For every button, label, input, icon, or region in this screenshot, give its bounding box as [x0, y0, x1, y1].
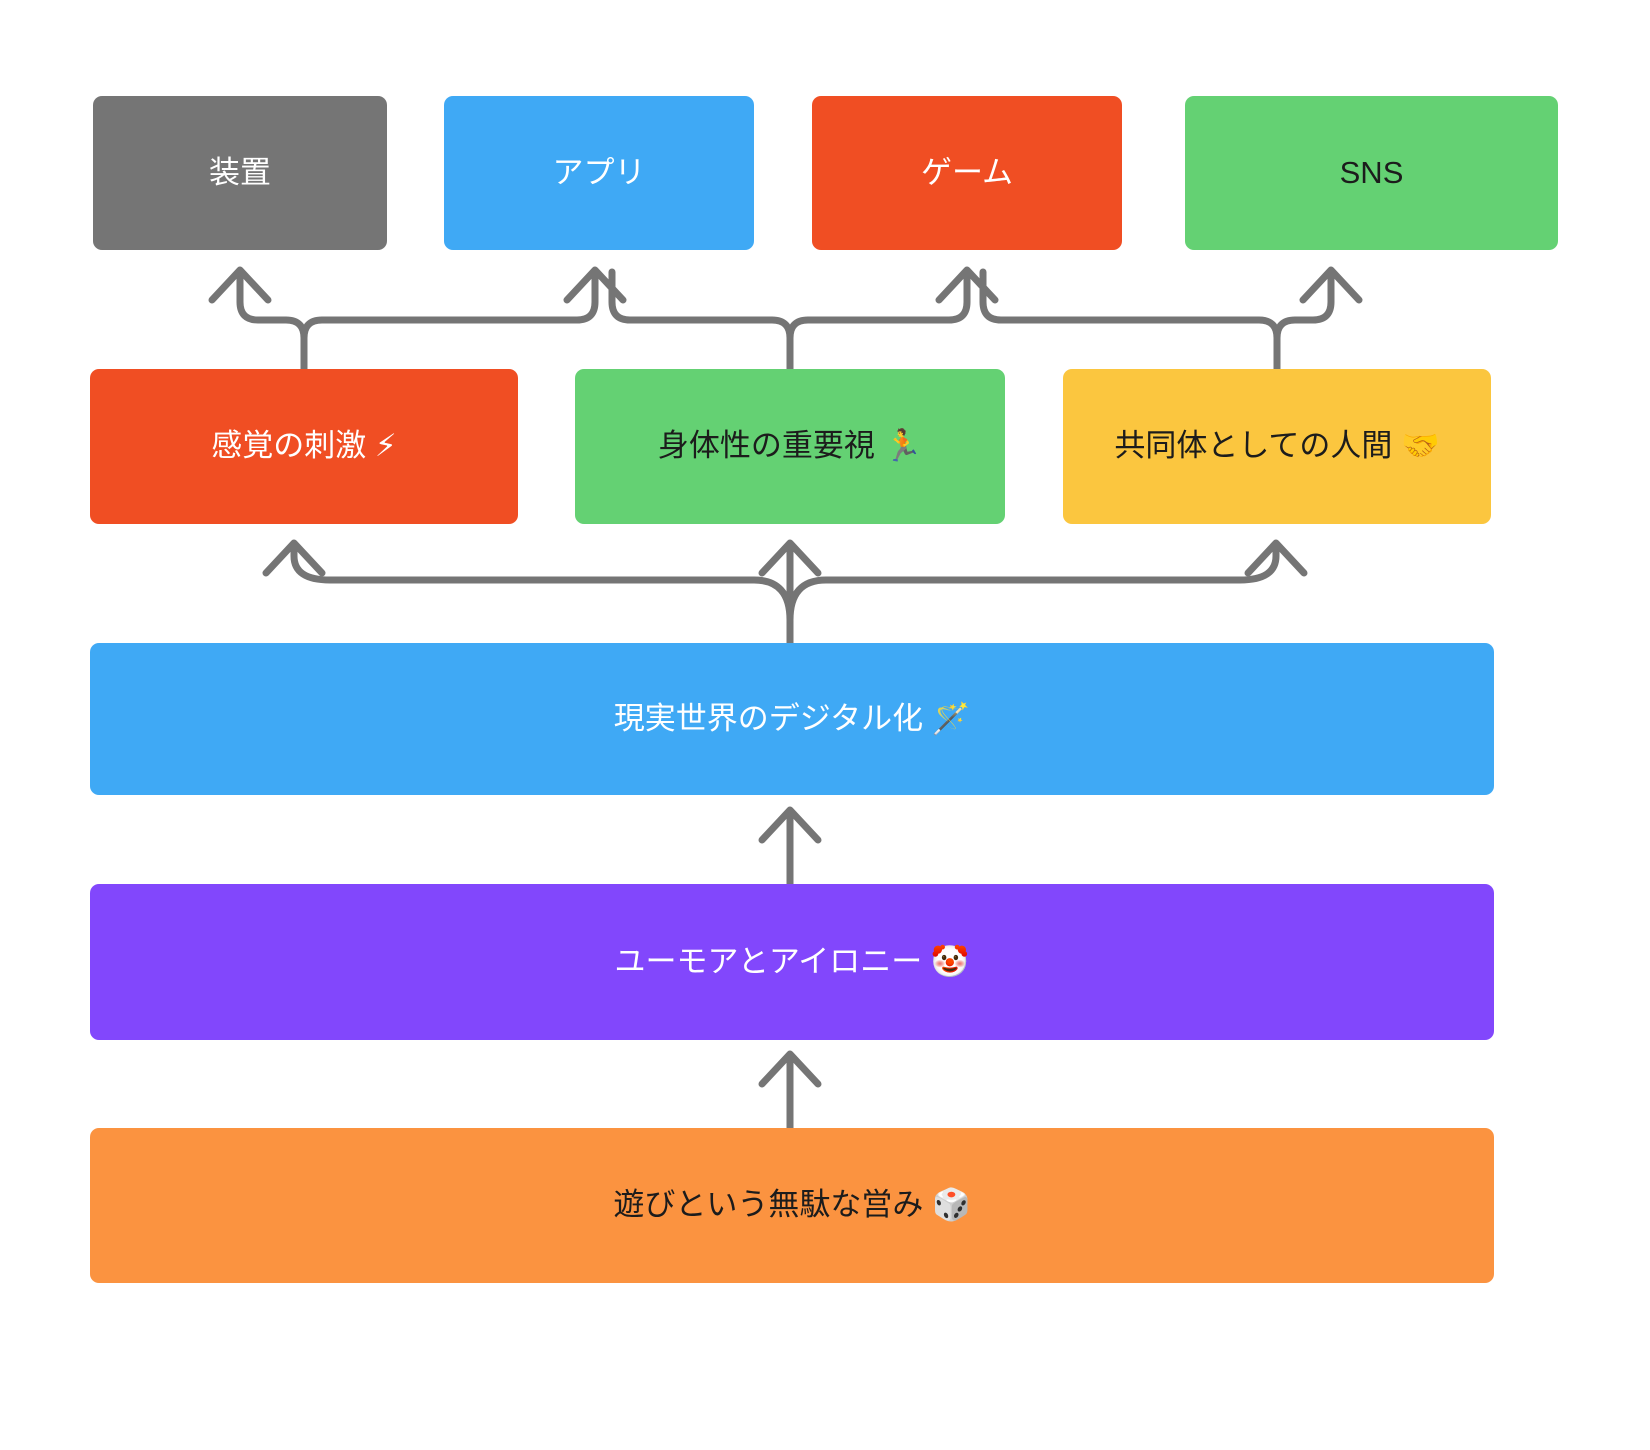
node-game-label: ゲーム — [920, 154, 1014, 190]
node-digitalization[interactable]: 現実世界のデジタル化 🪄 — [90, 643, 1494, 795]
node-app-label: アプリ — [552, 154, 646, 190]
node-game[interactable]: ゲーム — [812, 96, 1122, 250]
node-sns-label: SNS — [1339, 154, 1404, 190]
node-physicality-label: 身体性の重要視 🏃 — [657, 428, 923, 464]
node-play-label: 遊びという無駄な営み 🎲 — [613, 1187, 971, 1223]
edge-physical-to-app — [608, 268, 794, 373]
edge-sensory-to-app — [300, 268, 599, 373]
edge-digital-to-communal — [786, 541, 1280, 624]
node-communal-human-label: 共同体としての人間 🤝 — [1114, 428, 1440, 464]
arrowhead-game — [935, 266, 999, 304]
node-communal-human[interactable]: 共同体としての人間 🤝 — [1063, 369, 1491, 524]
node-device-label: 装置 — [209, 154, 271, 190]
arrowhead-digital — [758, 806, 822, 844]
node-sensory-stimulation[interactable]: 感覚の刺激 ⚡ — [90, 369, 518, 524]
node-physicality[interactable]: 身体性の重要視 🏃 — [575, 369, 1005, 524]
node-sensory-stimulation-label: 感覚の刺激 ⚡ — [211, 428, 397, 464]
arrowhead-physical — [758, 539, 822, 577]
node-play[interactable]: 遊びという無駄な営み 🎲 — [90, 1128, 1494, 1283]
arrowhead-sensory — [262, 539, 326, 577]
edge-digital-to-sensory — [290, 541, 794, 624]
node-digitalization-label: 現実世界のデジタル化 🪄 — [613, 700, 971, 736]
node-humor-irony[interactable]: ユーモアとアイロニー 🤡 — [90, 884, 1494, 1040]
edge-physical-to-game — [786, 268, 971, 373]
arrowhead-sns — [1299, 266, 1363, 304]
node-device[interactable]: 装置 — [93, 96, 387, 250]
edge-sensory-to-device — [236, 268, 308, 373]
arrowhead-device — [208, 266, 272, 304]
arrowhead-app — [563, 266, 627, 304]
node-humor-irony-label: ユーモアとアイロニー 🤡 — [614, 943, 970, 979]
node-sns[interactable]: SNS — [1185, 96, 1558, 250]
edge-communal-to-game — [979, 268, 1281, 373]
edge-communal-to-sns — [1273, 268, 1335, 373]
arrowhead-communal — [1244, 539, 1308, 577]
arrowhead-humor — [758, 1050, 822, 1088]
node-app[interactable]: アプリ — [444, 96, 754, 250]
